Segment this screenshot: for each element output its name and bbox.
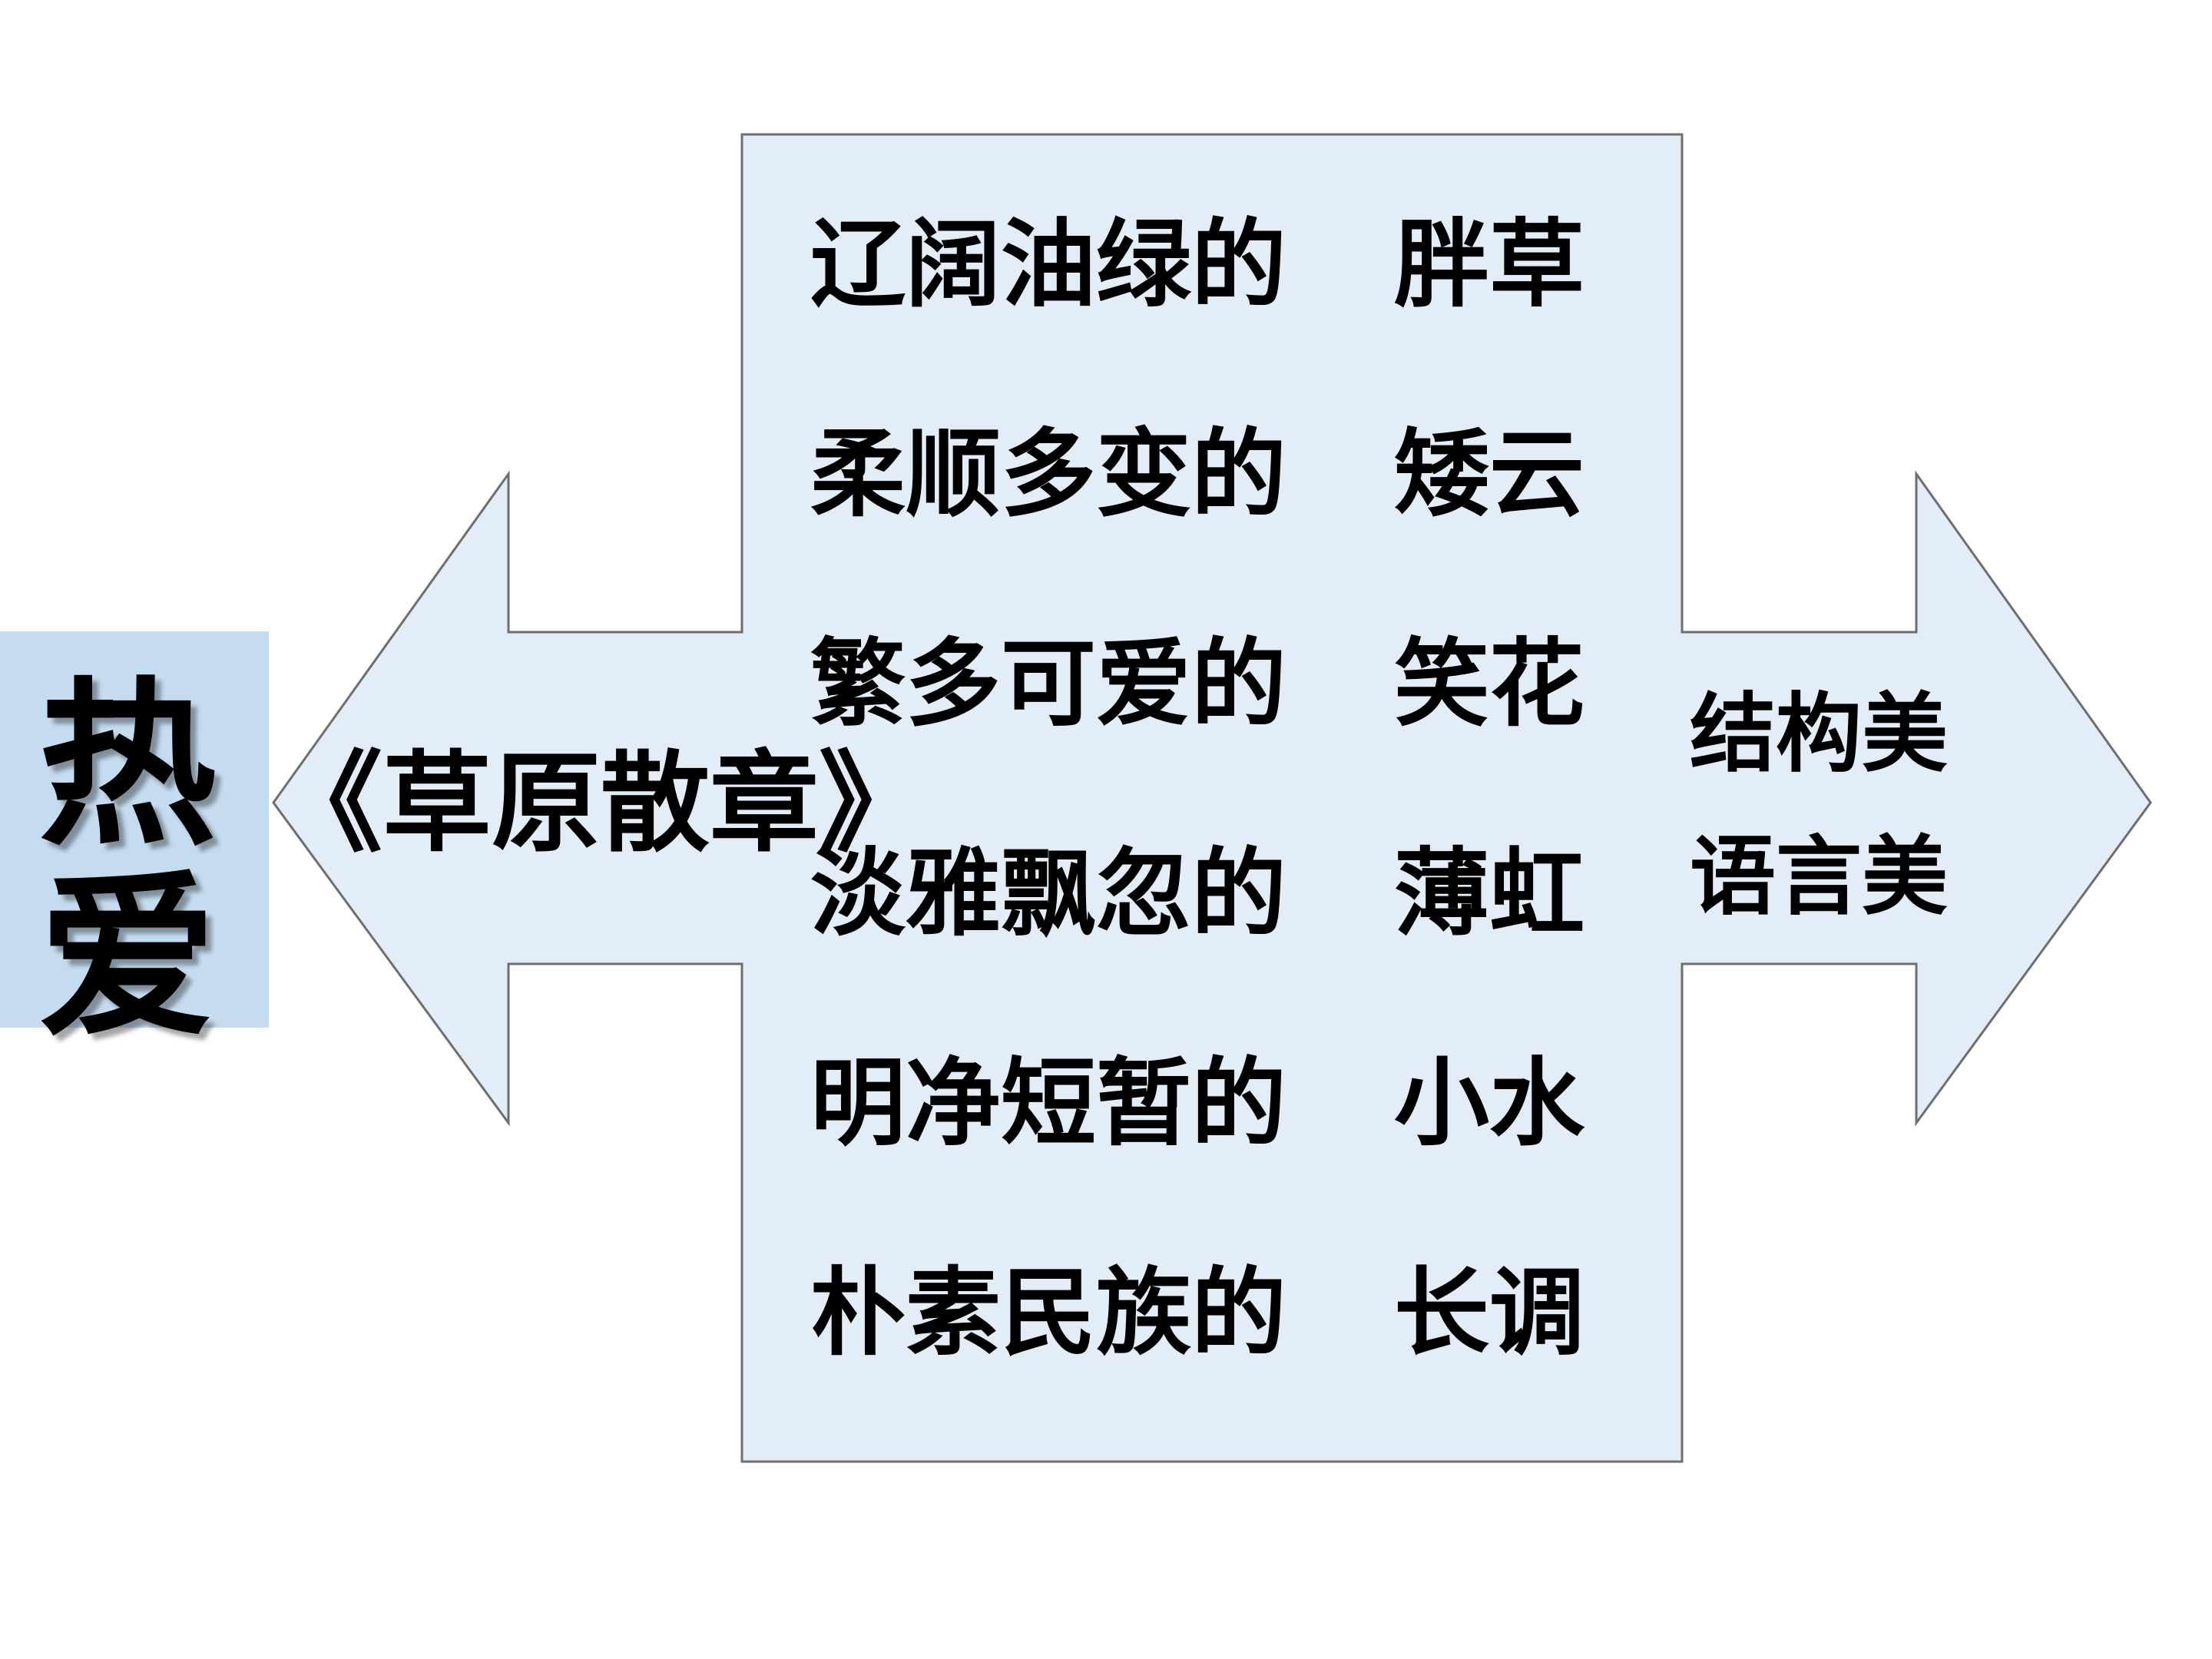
love-label-box — [0, 631, 269, 1028]
right-label-language: 语言美 — [1690, 826, 1948, 927]
row-adjective: 明净短暂的 — [810, 1048, 1287, 1159]
row-noun: 小水 — [1394, 1048, 1585, 1159]
row-noun: 胖草 — [1394, 209, 1585, 320]
row-noun: 薄虹 — [1394, 838, 1585, 949]
description-row: 朴素民族的长调 — [810, 1256, 1584, 1371]
arrow-outline — [272, 133, 2152, 1463]
description-row: 柔顺多变的矮云 — [810, 417, 1584, 532]
row-adjective: 柔顺多变的 — [810, 419, 1287, 530]
description-row: 淡雅飘忽的薄虹 — [810, 836, 1584, 952]
description-row: 繁多可爱的笑花 — [810, 627, 1584, 742]
love-char-1: 热 — [38, 660, 217, 869]
row-adjective: 繁多可爱的 — [810, 628, 1287, 740]
love-char-2: 爱 — [38, 852, 217, 1061]
row-adjective: 淡雅飘忽的 — [810, 838, 1287, 949]
row-noun: 长调 — [1394, 1257, 1585, 1369]
row-noun: 笑花 — [1394, 628, 1585, 740]
row-adjective: 朴素民族的 — [810, 1257, 1287, 1369]
right-label-structure: 结构美 — [1690, 684, 1948, 784]
row-adjective: 辽阔油绿的 — [810, 209, 1287, 320]
description-row: 明净短暂的小水 — [810, 1046, 1584, 1161]
book-title: 《草原散章》 — [273, 740, 928, 867]
description-row: 辽阔油绿的胖草 — [810, 207, 1584, 323]
row-noun: 矮云 — [1394, 419, 1585, 530]
